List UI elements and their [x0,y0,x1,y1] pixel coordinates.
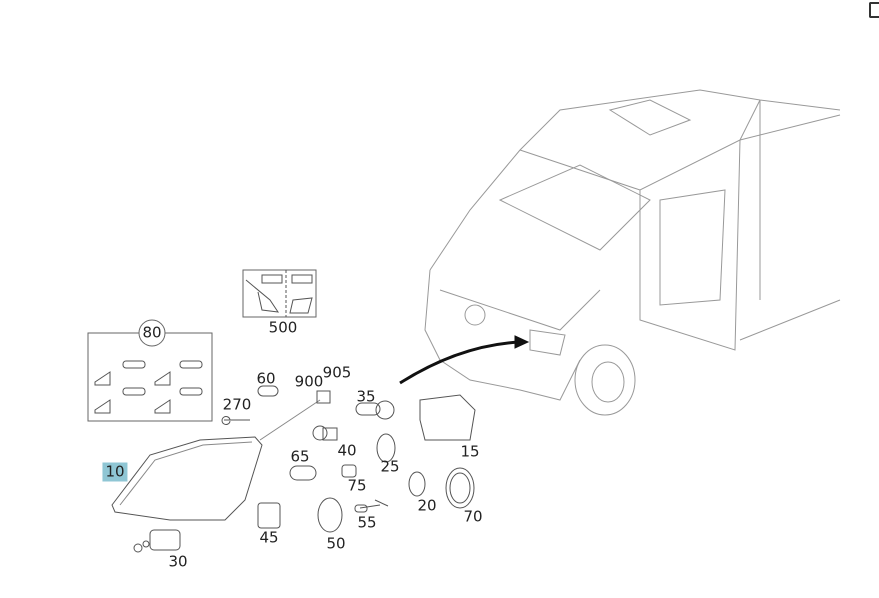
bracket-screw-set [94,360,203,414]
kit-500-box [242,269,317,318]
callout-35[interactable]: 35 [356,387,376,406]
callout-80[interactable]: 80 [142,323,162,342]
van-illustration [424,89,841,416]
callout-40[interactable]: 40 [337,441,357,460]
callout-500[interactable]: 500 [268,318,298,337]
callout-270[interactable]: 270 [222,395,252,414]
callout-20[interactable]: 20 [417,496,437,515]
pointer-arrow [399,340,521,385]
callout-900[interactable]: 900 [294,372,324,391]
callout-50[interactable]: 50 [326,534,346,553]
callout-25[interactable]: 25 [380,457,400,476]
corner-icon [869,2,879,18]
callout-15[interactable]: 15 [460,442,480,461]
callout-10-highlighted[interactable]: 10 [102,462,128,482]
callout-905[interactable]: 905 [322,363,352,382]
callout-30[interactable]: 30 [168,552,188,571]
headlamp-housing [111,436,263,521]
callout-45[interactable]: 45 [259,528,279,547]
callout-65[interactable]: 65 [290,447,310,466]
callout-60[interactable]: 60 [256,369,276,388]
callout-70[interactable]: 70 [463,507,483,526]
callout-75[interactable]: 75 [347,476,367,495]
callout-55[interactable]: 55 [357,513,377,532]
